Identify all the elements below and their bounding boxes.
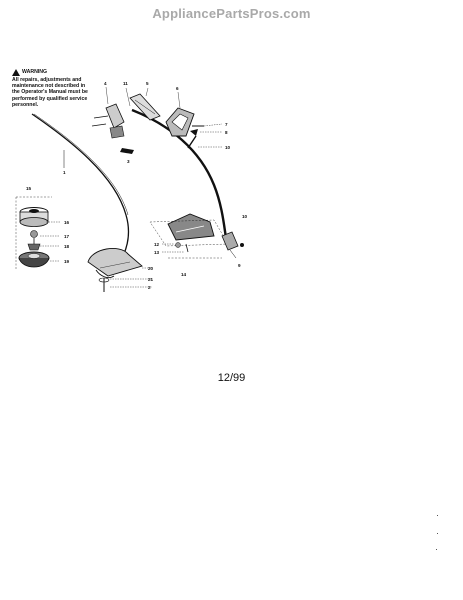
part-label: 10 bbox=[242, 214, 248, 219]
gear-head bbox=[221, 231, 244, 259]
part-label: 18 bbox=[64, 244, 70, 249]
scan-speck bbox=[436, 549, 437, 550]
date-code: 12/99 bbox=[217, 372, 246, 384]
part-label: 5 bbox=[146, 81, 149, 86]
watermark-text: AppliancePartsPros.com bbox=[152, 6, 311, 21]
part-label: 10 bbox=[225, 145, 231, 150]
warning-text: All repairs, adjustments and maintenance… bbox=[12, 77, 88, 108]
part-label: 21 bbox=[148, 277, 154, 282]
trimmer-head-assembly bbox=[15, 196, 60, 270]
part-label: 17 bbox=[64, 234, 70, 239]
handle-bar bbox=[129, 87, 161, 121]
part-label: 4 bbox=[104, 81, 107, 86]
warning-title: WARNING bbox=[22, 69, 48, 76]
throttle-cable bbox=[187, 135, 197, 149]
handle-grip bbox=[165, 91, 195, 137]
deflector-shield bbox=[149, 213, 229, 253]
warning-heading: WARNING bbox=[12, 69, 92, 76]
part-label: 12 bbox=[154, 242, 160, 247]
part-label: 7 bbox=[225, 122, 228, 127]
part-label: 3 bbox=[127, 159, 130, 164]
part-label: 8 bbox=[225, 130, 228, 135]
scan-speck bbox=[437, 533, 438, 534]
clamp-assembly bbox=[91, 86, 134, 154]
part-label: 6 bbox=[176, 86, 179, 91]
part-label: 15 bbox=[26, 186, 32, 191]
part-label: 2 bbox=[148, 285, 151, 290]
part-label: 9 bbox=[238, 263, 241, 268]
shoulder-pad bbox=[87, 247, 152, 292]
part-label: 16 bbox=[64, 220, 70, 225]
part-label: 19 bbox=[64, 259, 70, 264]
part-label: 11 bbox=[123, 81, 128, 86]
warning-triangle-icon bbox=[12, 69, 20, 76]
warning-notice: WARNING All repairs, adjustments and mai… bbox=[12, 69, 92, 108]
shaft-housing bbox=[131, 108, 228, 239]
drive-shaft bbox=[31, 113, 130, 263]
scan-speck bbox=[437, 515, 438, 516]
part-label: 14 bbox=[181, 272, 187, 277]
part-label: 1 bbox=[63, 170, 66, 175]
part-label: 13 bbox=[154, 250, 160, 255]
part-label: 20 bbox=[148, 266, 154, 271]
